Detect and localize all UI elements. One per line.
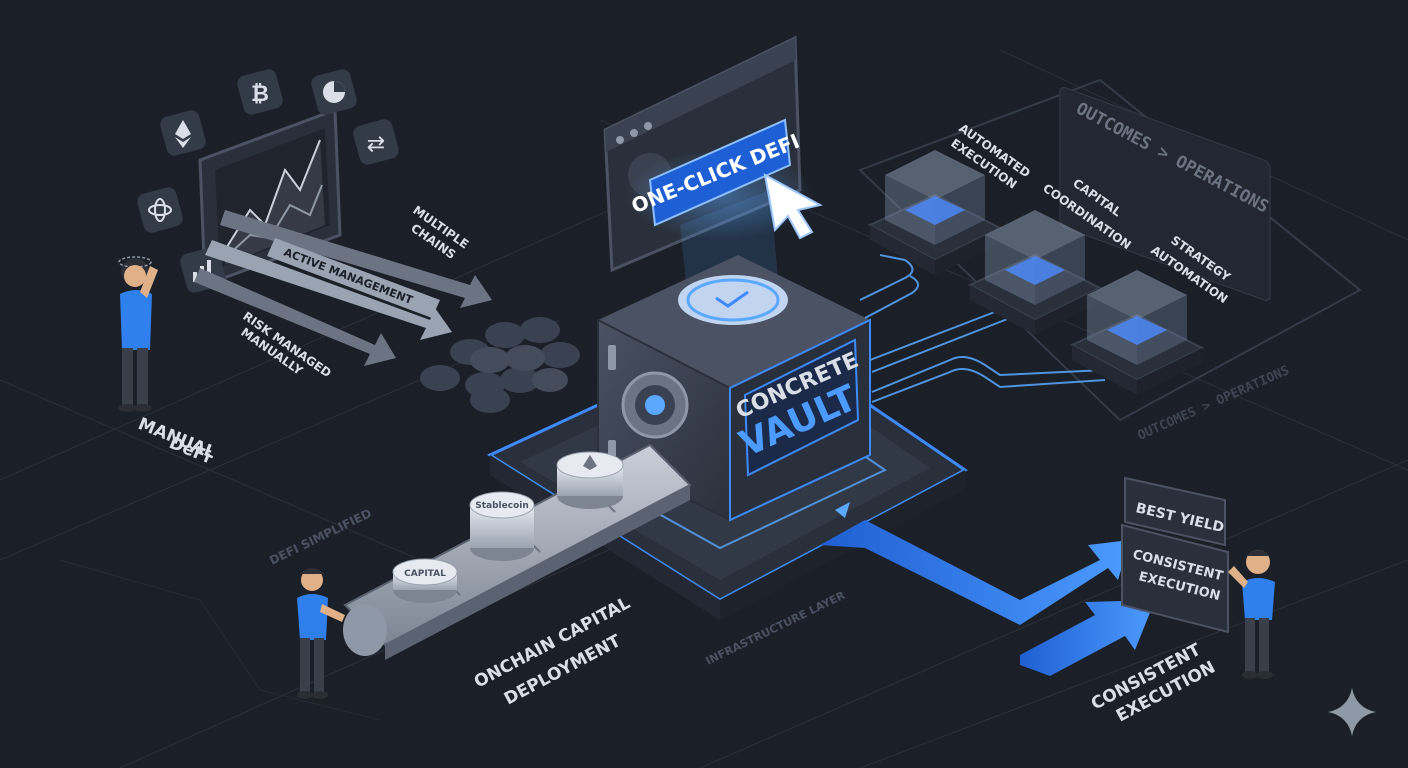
coin-stacks: CAPITAL Stablecoin xyxy=(392,451,624,603)
dial-lock-icon xyxy=(621,371,689,439)
capital-coin-stack: CAPITAL xyxy=(392,558,458,603)
check-disc xyxy=(678,275,788,325)
concrete-vault: CONCRETE VAULT xyxy=(597,255,871,522)
module-capital-coordination xyxy=(967,210,1103,335)
token-pile xyxy=(420,317,580,413)
svg-text:₿: ₿ xyxy=(251,82,269,107)
cursor-icon xyxy=(763,173,823,240)
defi-simplified-watermark: DEFI SIMPLIFIED xyxy=(267,506,374,568)
stablecoin-coin-label: Stablecoin xyxy=(475,501,529,511)
happy-person-figure xyxy=(1228,550,1275,679)
stablecoin-coin-stack: Stablecoin xyxy=(469,491,535,561)
ethereum-coin-stack xyxy=(556,451,624,509)
module-strategy-automation xyxy=(1069,270,1205,395)
atom-icon xyxy=(137,187,183,233)
capital-coin-label: CAPITAL xyxy=(404,569,446,579)
confused-person-figure xyxy=(118,256,158,412)
chevron-down-icon xyxy=(835,502,850,518)
manual-flow-arrows xyxy=(194,210,492,366)
ethereum-icon xyxy=(160,110,206,156)
pie-chart-icon xyxy=(311,69,357,115)
consistent-execution-panel: CONSISTENT EXECUTION xyxy=(1121,523,1229,634)
svg-text:⇄: ⇄ xyxy=(367,132,385,157)
module-connectors xyxy=(859,254,1106,403)
outcomes-frame xyxy=(858,78,1362,422)
module-automated-execution xyxy=(867,150,1003,275)
check-icon xyxy=(715,290,749,308)
bitcoin-icon: ₿ xyxy=(237,69,283,115)
operator-person-figure xyxy=(297,568,345,699)
output-arrows xyxy=(820,502,1155,676)
sparkle-icon xyxy=(1328,688,1376,736)
ethereum-coin-icon xyxy=(583,455,597,470)
swap-arrows-icon: ⇄ xyxy=(353,119,399,165)
